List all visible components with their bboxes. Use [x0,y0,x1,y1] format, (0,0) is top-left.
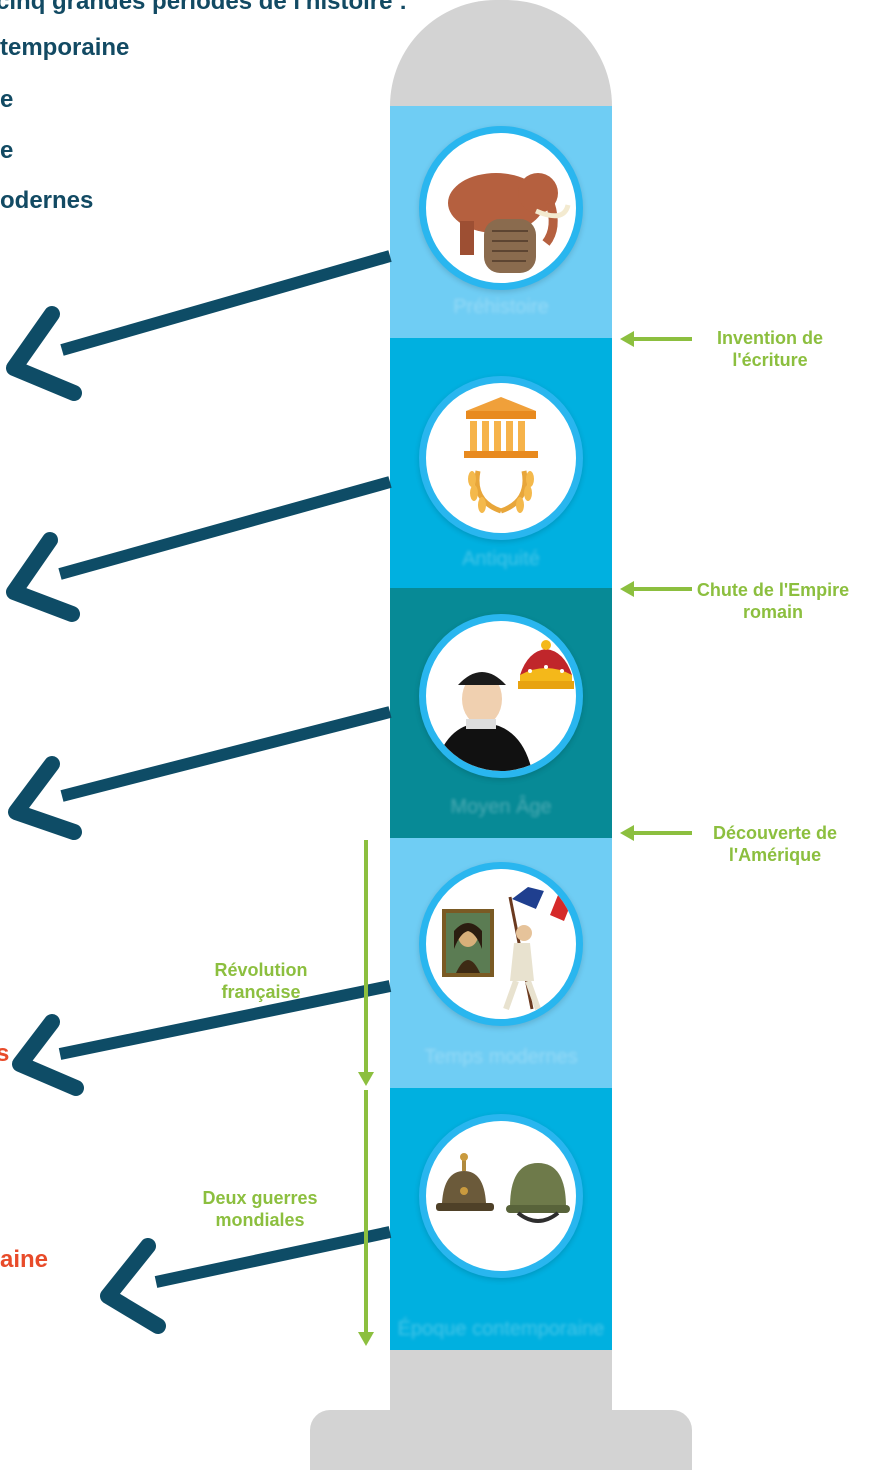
period-list-item-temps-modernes: odernes [0,187,94,214]
mammoth-and-tablet-icon [419,126,583,290]
event-label-chute-empire-romain: Chute de l'Empire romain [696,580,850,622]
event-arrow-ecriture [620,331,692,347]
arrow-moyen-age [8,706,392,840]
period-list-item-moyen-age: e [0,86,14,113]
helmets-icon [419,1114,583,1278]
period-list-item-antiquite: e [0,137,14,164]
event-label-revolution-francaise: Révolution française [214,960,308,1002]
event-arrow-amerique [620,825,692,841]
temple-and-laurel-icon [419,376,583,540]
arrow-antiquite [6,476,392,622]
answer-temps-modernes: s [0,1040,10,1067]
period-label-prehistoire: Préhistoire [453,296,549,318]
event-arrow-revolution [358,840,374,1086]
event-label-decouverte-amerique: Découverte de l'Amérique [712,823,838,865]
event-arrow-guerres [358,1090,374,1346]
period-list-item-contemporaine: temporaine [0,34,130,61]
column-base [310,1410,692,1470]
column-bottom-stem [390,1350,612,1420]
period-label-contemporaine: Époque contemporaine [397,1318,605,1340]
mona-lisa-and-revolution-icon [419,862,583,1026]
arrow-contemporaine [100,1226,392,1334]
period-label-temps-modernes: Temps modernes [424,1046,578,1068]
arrow-prehistoire [6,250,392,401]
page-title: s cinq grandes périodes de l'histoire : [0,0,408,15]
event-label-deux-guerres-mondiales: Deux guerres mondiales [202,1188,318,1230]
answer-epoque-contemporaine: aine [0,1246,49,1273]
column-top-cap [390,0,612,106]
event-label-invention-ecriture: Invention de l'écriture [716,328,823,370]
explorer-and-crown-icon [419,614,583,778]
period-label-antiquite: Antiquité [462,548,540,570]
period-label-moyen-age: Moyen Âge [450,796,552,818]
